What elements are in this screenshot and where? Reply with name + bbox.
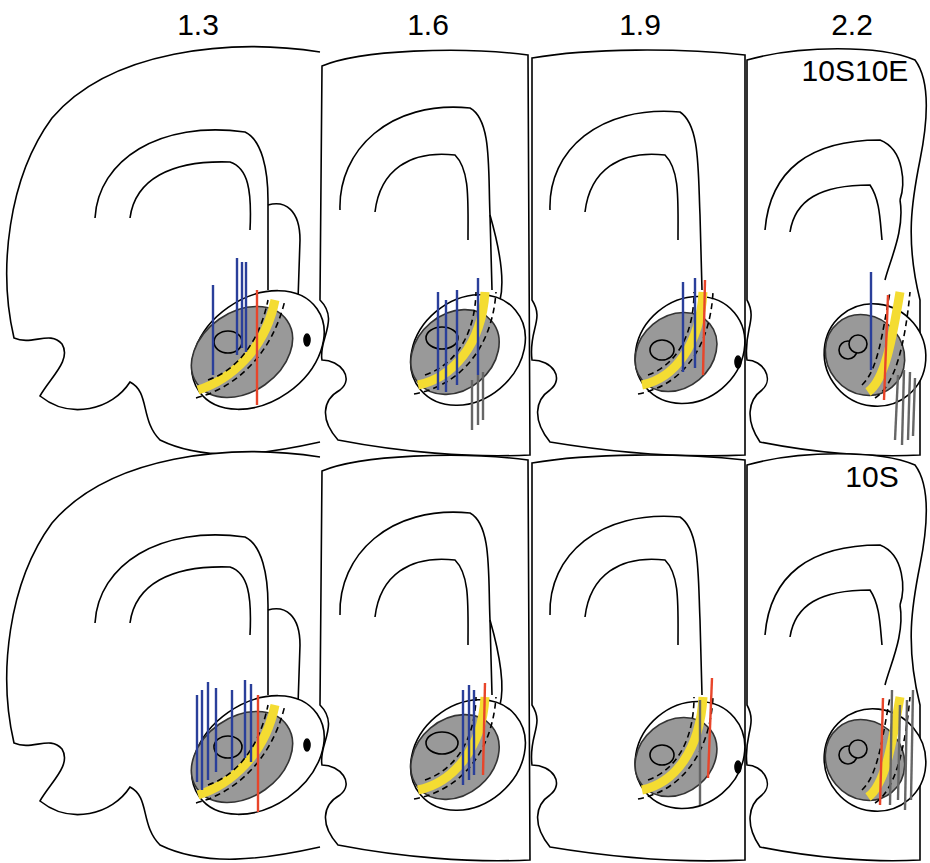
section-number: 1.9 xyxy=(619,10,661,40)
section-number: 1.3 xyxy=(177,10,219,40)
section-number: 2.2 xyxy=(831,10,873,40)
section-outline xyxy=(531,455,766,861)
section-outline xyxy=(746,454,930,861)
group-label: 10S xyxy=(845,462,898,492)
section-outline xyxy=(7,452,347,859)
section-outline xyxy=(320,50,548,455)
section-outline xyxy=(7,47,347,454)
section-outline xyxy=(746,49,930,456)
group-label: 10S10E xyxy=(802,56,909,86)
probe-tracks xyxy=(197,258,915,812)
section-number: 1.6 xyxy=(407,10,449,40)
section-outline xyxy=(531,50,766,456)
section-outline xyxy=(320,455,548,860)
